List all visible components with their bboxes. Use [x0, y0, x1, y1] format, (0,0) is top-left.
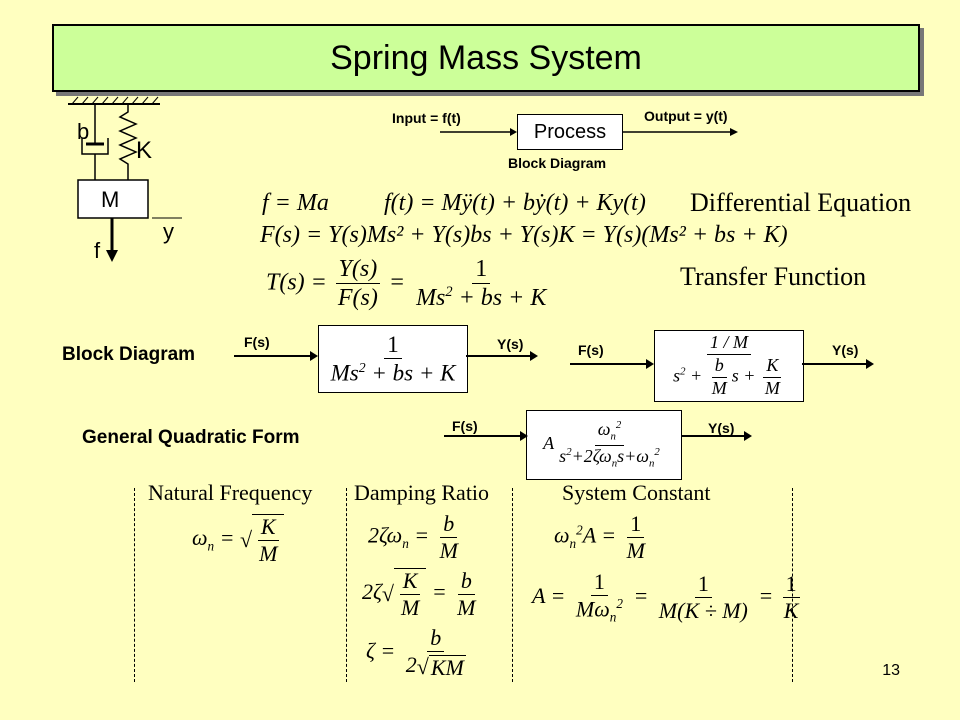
mass-label: M	[101, 187, 120, 212]
quadratic-arrows	[444, 431, 752, 441]
spring-mass-diagram	[68, 96, 182, 262]
process-block: Process	[517, 114, 623, 150]
column-divider-1	[134, 488, 135, 682]
block2-output-label: Y(s)	[832, 342, 859, 358]
slide-title: Spring Mass System	[330, 38, 642, 77]
column-divider-2	[346, 488, 347, 682]
laplace-equation: F(s) = Y(s)Ms² + Y(s)bs + Y(s)K = Y(s)(M…	[260, 222, 788, 248]
block2-arrows	[570, 359, 874, 369]
block-diagram-label: Block Diagram	[62, 344, 196, 365]
title-banner: Spring Mass System	[52, 24, 920, 92]
quadratic-output-label: Y(s)	[708, 420, 735, 436]
block2-input-label: F(s)	[578, 342, 604, 358]
damper-label: b	[77, 119, 90, 144]
block1-arrows	[234, 351, 538, 361]
newton-equation: f = Ma	[262, 190, 329, 216]
force-label: f	[94, 238, 101, 263]
damping-ratio-heading: Damping Ratio	[354, 480, 490, 505]
block1-input-label: F(s)	[244, 334, 270, 350]
page-number: 13	[882, 662, 900, 679]
spring-label: K	[136, 137, 153, 164]
process-caption: Block Diagram	[508, 155, 607, 171]
process-output-label: Output = y(t)	[644, 108, 728, 124]
quadratic-input-label: F(s)	[452, 418, 478, 434]
block1-output-label: Y(s)	[497, 336, 524, 352]
system-constant-heading: System Constant	[562, 480, 711, 505]
process-arrows	[440, 128, 738, 136]
natural-frequency-heading: Natural Frequency	[148, 480, 313, 505]
process-input-label: Input = f(t)	[392, 110, 461, 126]
displacement-label: y	[163, 219, 174, 244]
quadratic-form-label: General Quadratic Form	[82, 427, 300, 448]
process-block-label: Process	[533, 120, 607, 143]
differential-equation: f(t) = Mÿ(t) + bẏ(t) + Ky(t)	[384, 190, 646, 216]
differential-equation-label: Differential Equation	[690, 188, 912, 217]
transfer-function-label: Transfer Function	[680, 262, 867, 291]
column-divider-3	[512, 488, 513, 682]
column-divider-4	[792, 488, 793, 682]
